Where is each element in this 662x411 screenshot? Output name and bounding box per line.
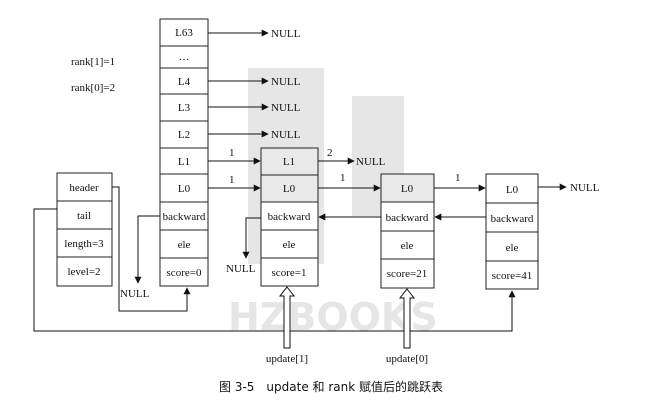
node1-score: score=1 (272, 267, 307, 279)
span-label: 1 (229, 174, 235, 186)
node2-ele: ele (401, 240, 414, 252)
null-label: NULL (271, 28, 301, 40)
header-level-l1: L1 (178, 156, 190, 168)
node-3: L0 backward ele score=41 (485, 173, 539, 290)
node1-backward: backward (268, 211, 311, 223)
list-header-field: header (69, 182, 99, 194)
update-arrows: update[1] update[0] (266, 286, 428, 365)
header-level-l2: L2 (178, 129, 190, 141)
null-label: NULL (120, 288, 150, 300)
null-label: NULL (570, 182, 600, 194)
list-length-field: length=3 (64, 238, 104, 250)
level-pointers: 1 1 2 NULL 1 1 NULL (208, 147, 600, 194)
header-level-l63: L63 (175, 27, 193, 39)
backward-pointers: NULL NULL (120, 213, 486, 300)
null-label: NULL (356, 156, 386, 168)
null-label: NULL (271, 129, 301, 141)
update-0-label: update[0] (386, 353, 428, 365)
header-node: L63 … L4 L3 L2 L1 L0 backward ele score=… (159, 18, 209, 287)
node1-level-l1: L1 (283, 156, 295, 168)
null-label: NULL (271, 102, 301, 114)
list-level-field: level=2 (67, 266, 100, 278)
header-backward: backward (163, 211, 206, 223)
header-ele: ele (178, 239, 191, 251)
node3-backward: backward (491, 213, 534, 225)
node3-level-l0: L0 (506, 184, 519, 196)
header-level-l0: L0 (178, 183, 191, 195)
list-header-struct: header tail length=3 level=2 (56, 172, 113, 287)
header-level-l4: L4 (178, 76, 191, 88)
node2-score: score=21 (387, 268, 427, 280)
node2-backward: backward (386, 212, 429, 224)
span-label: 1 (340, 172, 346, 184)
node1-level-l0: L0 (283, 183, 296, 195)
header-score: score=0 (167, 267, 202, 279)
null-label: NULL (226, 263, 256, 275)
list-tail-field: tail (77, 210, 91, 222)
span-label: 1 (229, 147, 235, 159)
span-label: 1 (455, 172, 461, 184)
null-pointers-top: NULL NULL NULL NULL (208, 28, 301, 141)
node3-ele: ele (506, 242, 519, 254)
header-level-l3: L3 (178, 102, 191, 114)
span-label: 2 (327, 147, 333, 159)
header-level-ellipsis: … (179, 51, 190, 63)
node3-score: score=41 (492, 270, 532, 282)
node-1: L1 L0 backward ele score=1 (260, 147, 319, 287)
figure-caption: 图 3-5 update 和 rank 赋值后的跳跃表 (219, 379, 443, 394)
list-pointers (33, 186, 516, 332)
null-label: NULL (271, 76, 301, 88)
node1-ele: ele (283, 239, 296, 251)
rank-1-label: rank[1]=1 (71, 56, 115, 68)
rank-0-label: rank[0]=2 (71, 82, 115, 94)
node2-level-l0: L0 (401, 183, 414, 195)
node-2: L0 backward ele score=21 (380, 173, 435, 289)
svg-text:HZBOOKS: HZBOOKS (228, 295, 438, 339)
update-1-label: update[1] (266, 353, 308, 365)
